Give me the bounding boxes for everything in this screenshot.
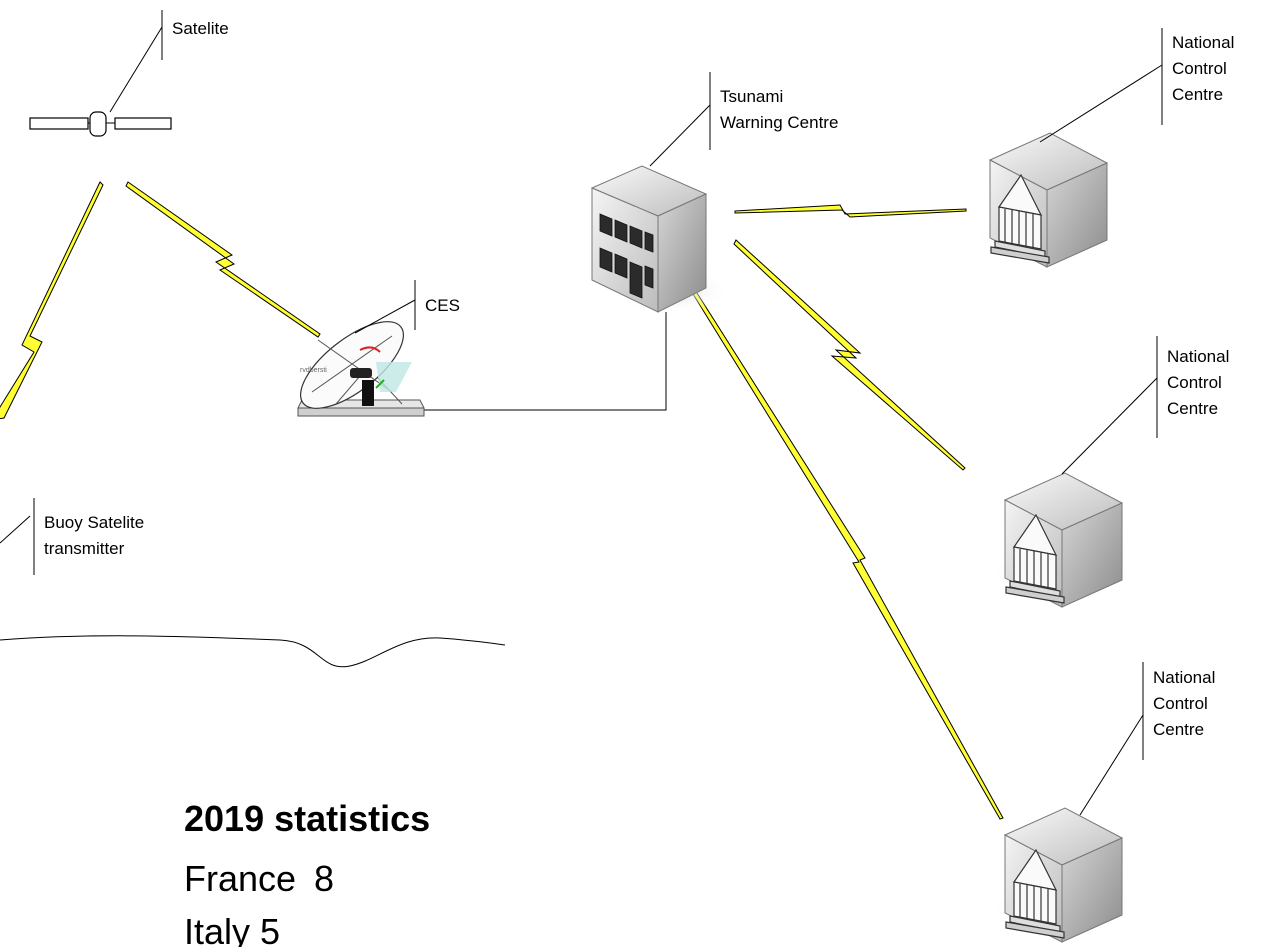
national-1-label-line-1: National [1172, 33, 1234, 52]
statistics-title: 2019 statistics [184, 798, 430, 839]
national-centre-3-callout: National Control Centre [1079, 662, 1215, 816]
government-building-icon [974, 132, 1116, 268]
buoy-label-line-2: transmitter [44, 539, 125, 558]
national-2-label-line-2: Control [1167, 373, 1222, 392]
buoy-label-line-1: Buoy Satelite [44, 513, 144, 532]
buoy-callout: Buoy Satelite transmitter [0, 498, 144, 575]
sea-wave-line [0, 635, 506, 668]
satellite-dish-icon: rvdbersti [297, 321, 425, 417]
national-2-label-line-3: Centre [1167, 399, 1218, 418]
national-3-label-line-2: Control [1153, 694, 1208, 713]
national-1-label-line-2: Control [1172, 59, 1227, 78]
tsunami-centre-label-line-1: Tsunami [720, 87, 783, 106]
office-building-icon [590, 165, 730, 314]
ces-callout: CES [354, 280, 460, 334]
statistics-row-france: France 8 [184, 858, 334, 899]
national-2-label-line-1: National [1167, 347, 1229, 366]
link-warning-centre-to-national-2 [733, 239, 966, 471]
tsunami-centre-label-line-2: Warning Centre [720, 113, 838, 132]
national-3-label-line-1: National [1153, 668, 1215, 687]
svg-text:rvdbersti: rvdbersti [300, 367, 327, 374]
tsunami-centre-callout: Tsunami Warning Centre [649, 72, 838, 167]
statistics-row-italy: Italy 5 [184, 911, 280, 947]
satellite-callout: Satelite [109, 10, 229, 113]
link-warning-centre-to-national-3 [687, 280, 1004, 820]
government-building-icon [989, 807, 1131, 943]
link-warning-centre-to-national-1 [734, 204, 967, 218]
statistics-country: Italy [184, 911, 250, 947]
satellite-label: Satelite [172, 19, 229, 38]
satellite-icon [29, 111, 172, 137]
statistics-value: 8 [314, 858, 334, 899]
link-satellite-to-buoy [0, 181, 104, 420]
national-centre-1-callout: National Control Centre [1039, 28, 1234, 143]
national-3-label-line-3: Centre [1153, 720, 1204, 739]
link-ces-to-warning-centre [380, 312, 667, 411]
statistics-country: France [184, 858, 296, 899]
link-satellite-to-ces [125, 181, 321, 338]
national-1-label-line-3: Centre [1172, 85, 1223, 104]
statistics-value: 5 [260, 911, 280, 947]
national-centre-2-callout: National Control Centre [1061, 336, 1229, 475]
ces-label: CES [425, 296, 460, 315]
government-building-icon [989, 472, 1131, 608]
statistics-block: 2019 statistics France 8 Italy 5 [184, 798, 430, 947]
